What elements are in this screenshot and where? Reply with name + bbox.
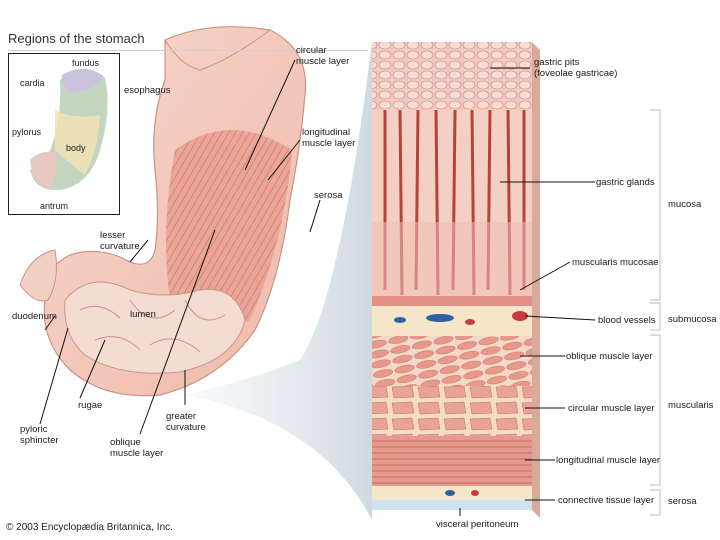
stomach-illustration <box>19 26 307 397</box>
label-esophagus: esophagus <box>124 85 171 96</box>
label-circular-muscle-layer: circular muscle layer <box>296 45 350 67</box>
label-longitudinal-muscle-layer: longitudinal muscle layer <box>302 127 356 149</box>
label-lumen: lumen <box>130 309 156 320</box>
label-layer-muscularis: muscularis <box>668 400 714 411</box>
label-duodenum: duodenum <box>12 311 57 322</box>
page-title: Regions of the stomach <box>8 31 145 46</box>
label-gastric-pits: gastric pits (foveolae gastricae) <box>534 57 618 79</box>
label-longitudinal-muscle-layer-wall: longitudinal muscle layer <box>556 455 661 466</box>
label-gastric-glands: gastric glands <box>596 177 655 188</box>
label-layer-submucosa: submucosa <box>668 314 717 325</box>
regions-inset-box <box>8 53 120 215</box>
layer-brackets <box>650 109 661 516</box>
inset-regions-illustration <box>30 68 108 191</box>
label-circular-muscle-layer-wall: circular muscle layer <box>568 403 655 414</box>
inset-label-antrum: antrum <box>40 201 69 211</box>
zoom-fan <box>185 42 372 520</box>
inset-label-body: body <box>66 143 86 153</box>
label-pyloric-sphincter: pyloric sphincter <box>20 424 59 446</box>
label-serosa-outer: serosa <box>314 190 343 201</box>
label-layer-mucosa: mucosa <box>668 199 702 210</box>
label-oblique-muscle-layer-wall: oblique muscle layer <box>566 351 653 362</box>
label-layer-serosa: serosa <box>668 496 697 507</box>
label-greater-curvature: greater curvature <box>166 411 206 433</box>
label-oblique-muscle-layer: oblique muscle layer <box>110 437 164 459</box>
label-visceral-peritoneum: visceral peritoneum <box>436 519 519 530</box>
inset-label-fundus: fundus <box>72 58 100 68</box>
label-rugae: rugae <box>78 400 103 411</box>
label-muscularis-mucosae: muscularis mucosae <box>572 257 659 268</box>
inset-label-cardia: cardia <box>20 78 45 88</box>
inset-label-pylorus: pylorus <box>12 127 42 137</box>
label-lesser-curvature: lesser curvature <box>100 230 140 252</box>
copyright-notice: © 2003 Encyclopædia Britannica, Inc. <box>6 522 173 533</box>
label-blood-vessels: blood vessels <box>598 315 656 326</box>
leader-lines <box>39 59 596 516</box>
gastric-wall-section <box>372 42 540 518</box>
label-connective-tissue-layer: connective tissue layer <box>558 495 655 506</box>
title-underline <box>8 50 368 51</box>
